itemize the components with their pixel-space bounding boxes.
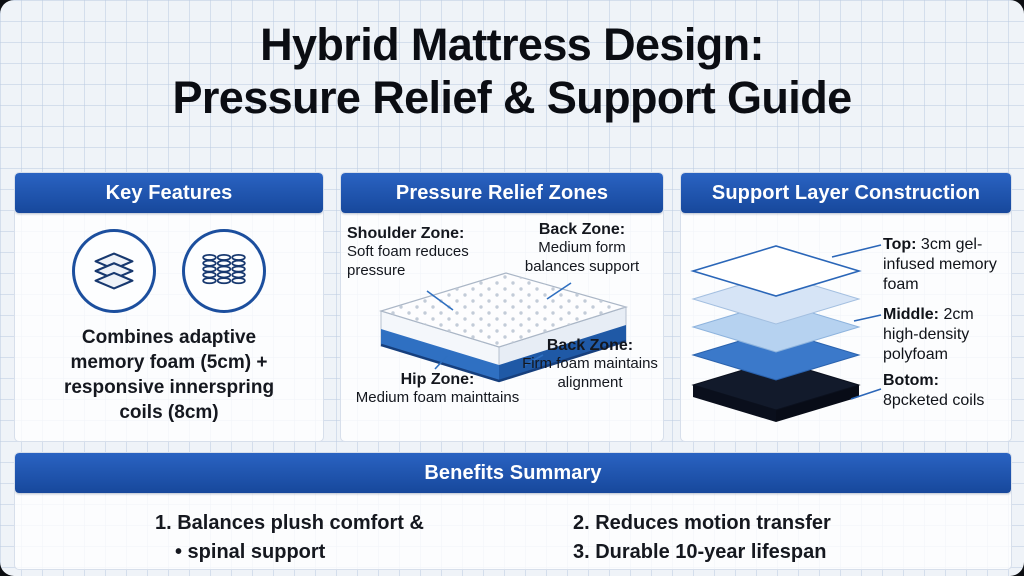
top-layer-text: 3cm gel-infused memory foam [883, 236, 997, 293]
shoulder-zone-label: Shoulder Zone: Soft foam reduces pressur… [347, 225, 469, 279]
back-zone-bottom-label: Back Zone: Firm foam maintains alignment [522, 337, 658, 391]
title-line-1: Hybrid Mattress Design: [260, 19, 764, 70]
key-features-icons [15, 229, 323, 313]
support-layers-panel: Support Layer Construction [680, 172, 1012, 442]
benefits-left-column: 1. Balances plush comfort & • spinal sup… [155, 509, 495, 567]
coil-springs-icon [182, 229, 266, 313]
layer-stack-diagram: Top: 3cm gel-infused memory foam Middle:… [681, 213, 1011, 441]
mattress-illustration [378, 272, 629, 383]
support-layers-header: Support Layer Construction [681, 173, 1011, 213]
benefits-right-column: 2. Reduces motion transfer 3. Durable 10… [573, 509, 933, 567]
hip-zone-label: Hip Zone: Medium foam mainttains [355, 371, 520, 407]
benefits-panel: Benefits Summary 1. Balances plush comfo… [14, 452, 1012, 570]
benefits-header: Benefits Summary [15, 453, 1011, 493]
layer-stack-illustration [690, 244, 882, 422]
bottom-layer-label: Botom: 8pcketed coils [883, 372, 985, 409]
title-line-2: Pressure Relief & Support Guide [172, 72, 852, 124]
page-title: Hybrid Mattress Design: Pressure Relief … [0, 18, 1024, 124]
bottom-layer-text: 8pcketed coils [883, 391, 985, 409]
key-features-header: Key Features [15, 173, 323, 213]
back-zone-top-label: Back Zone: Medium form balances support [524, 221, 640, 275]
coil-springs-icon-glyph [202, 253, 246, 285]
mattress-diagram: Shoulder Zone: Soft foam reduces pressur… [341, 213, 663, 441]
foam-layers-icon [72, 229, 156, 313]
key-features-panel: Key Features [14, 172, 324, 442]
foam-layers-icon-glyph [94, 252, 134, 290]
middle-layer-label: Middle: 2cm high-density polyfoam [883, 306, 974, 363]
key-features-description: Combines adaptive memory foam (5cm) + re… [63, 327, 275, 424]
middle-layer-text: 2cm high-density polyfoam [883, 306, 974, 363]
pressure-zones-panel: Pressure Relief Zones [340, 172, 664, 442]
benefit-item-1b: • spinal support [175, 541, 326, 563]
pressure-zones-header: Pressure Relief Zones [341, 173, 663, 213]
benefit-item-2: 2. Reduces motion transfer [573, 512, 831, 534]
benefit-item-3: 3. Durable 10-year lifespan [573, 541, 827, 563]
benefit-item-1: 1. Balances plush comfort & [155, 512, 424, 534]
top-layer-label: Top: 3cm gel-infused memory foam [883, 236, 997, 293]
